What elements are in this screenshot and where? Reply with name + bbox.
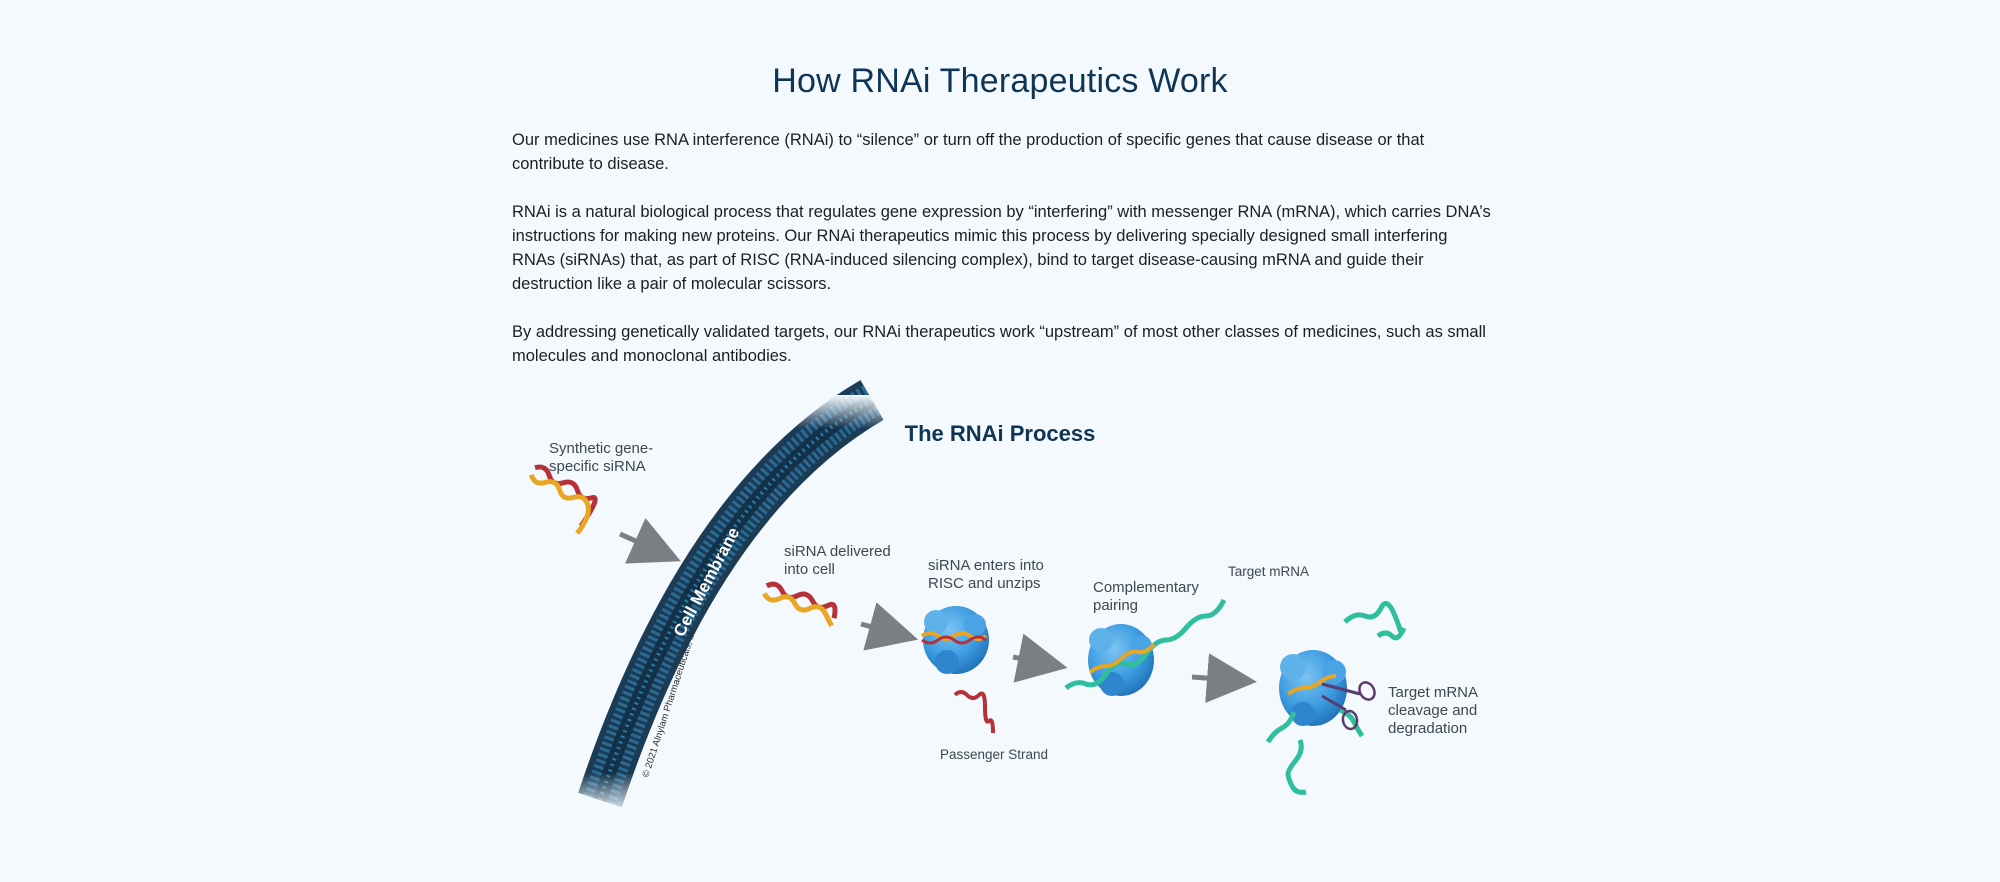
label-pairing-1: Complementary [1093,579,1199,596]
diagram-heading: The RNAi Process [905,421,1096,446]
label-risc-1: siRNA enters into [928,557,1044,574]
sirna-synthetic [528,464,598,535]
label-cleavage-1: Target mRNA [1388,684,1478,701]
label-delivered-1: siRNA delivered [784,543,891,560]
label-delivered-2: into cell [784,561,835,578]
page-title: How RNAi Therapeutics Work [772,62,1228,100]
paragraph-2: RNAi is a natural biological process tha… [512,203,1491,293]
sirna-delivered [762,581,838,628]
label-passenger: Passenger Strand [940,747,1048,762]
cell-membrane: Cell Membrane © 2021 Alnylam Pharmaceuti… [560,380,900,815]
label-cleavage-2: cleavage and [1388,702,1477,719]
paragraph-3: By addressing genetically validated targ… [512,323,1486,365]
label-cleavage-3: degradation [1388,720,1467,737]
label-target: Target mRNA [1228,564,1309,579]
risc-complex-pairing [1064,598,1227,696]
arrow-1 [618,517,681,564]
risc-complex-cleavage [1265,601,1407,795]
intro-text: Our medicines use RNA interference (RNAi… [512,128,1492,392]
label-risc-2: RISC and unzips [928,575,1041,592]
scissors-icon [1321,681,1376,731]
label-synthetic-2: specific siRNA [549,458,646,475]
risc-complex-unzip [920,606,989,674]
label-synthetic-1: Synthetic gene- [549,440,653,457]
paragraph-1: Our medicines use RNA interference (RNAi… [512,131,1425,173]
arrow-2 [860,602,919,651]
arrow-4 [1191,653,1257,704]
passenger-strand [953,690,995,734]
label-pairing-2: pairing [1093,597,1138,614]
arrow-3 [1012,633,1068,683]
